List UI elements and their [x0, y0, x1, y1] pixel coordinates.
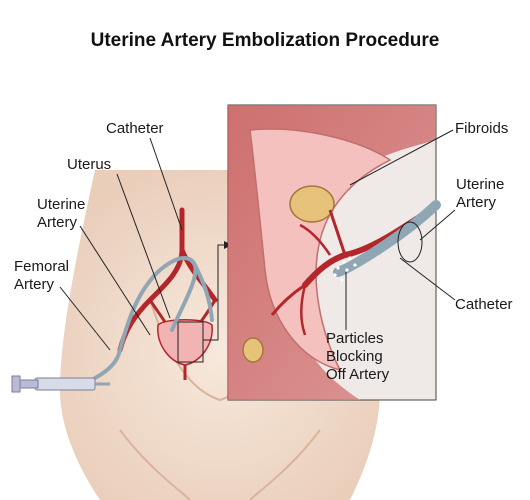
inset-locator-box	[177, 321, 204, 363]
leader-lines	[59, 129, 456, 351]
label-uterus: Uterus	[67, 156, 112, 173]
syringe	[11, 375, 110, 393]
embolic-particles	[333, 256, 357, 282]
catheter-left	[93, 256, 214, 380]
uterine-artery-highlight	[397, 221, 423, 263]
fibroid-large	[289, 185, 335, 223]
diagram-title: Uterine Artery Embolization Procedure	[90, 30, 440, 51]
label-fibroids: Fibroids	[455, 120, 509, 137]
fibroid-small	[242, 337, 264, 363]
label-catheter-right: Catheter	[455, 296, 513, 313]
label-femoral-artery: Femoral Artery	[14, 258, 70, 293]
label-particles: Particles Blocking Off Artery	[326, 330, 390, 383]
label-catheter-left: Catheter	[106, 120, 164, 137]
label-uterine-artery-right: Uterine Artery	[456, 176, 505, 211]
inset-panel	[227, 104, 441, 401]
label-uterine-artery-left: Uterine Artery	[37, 196, 86, 231]
